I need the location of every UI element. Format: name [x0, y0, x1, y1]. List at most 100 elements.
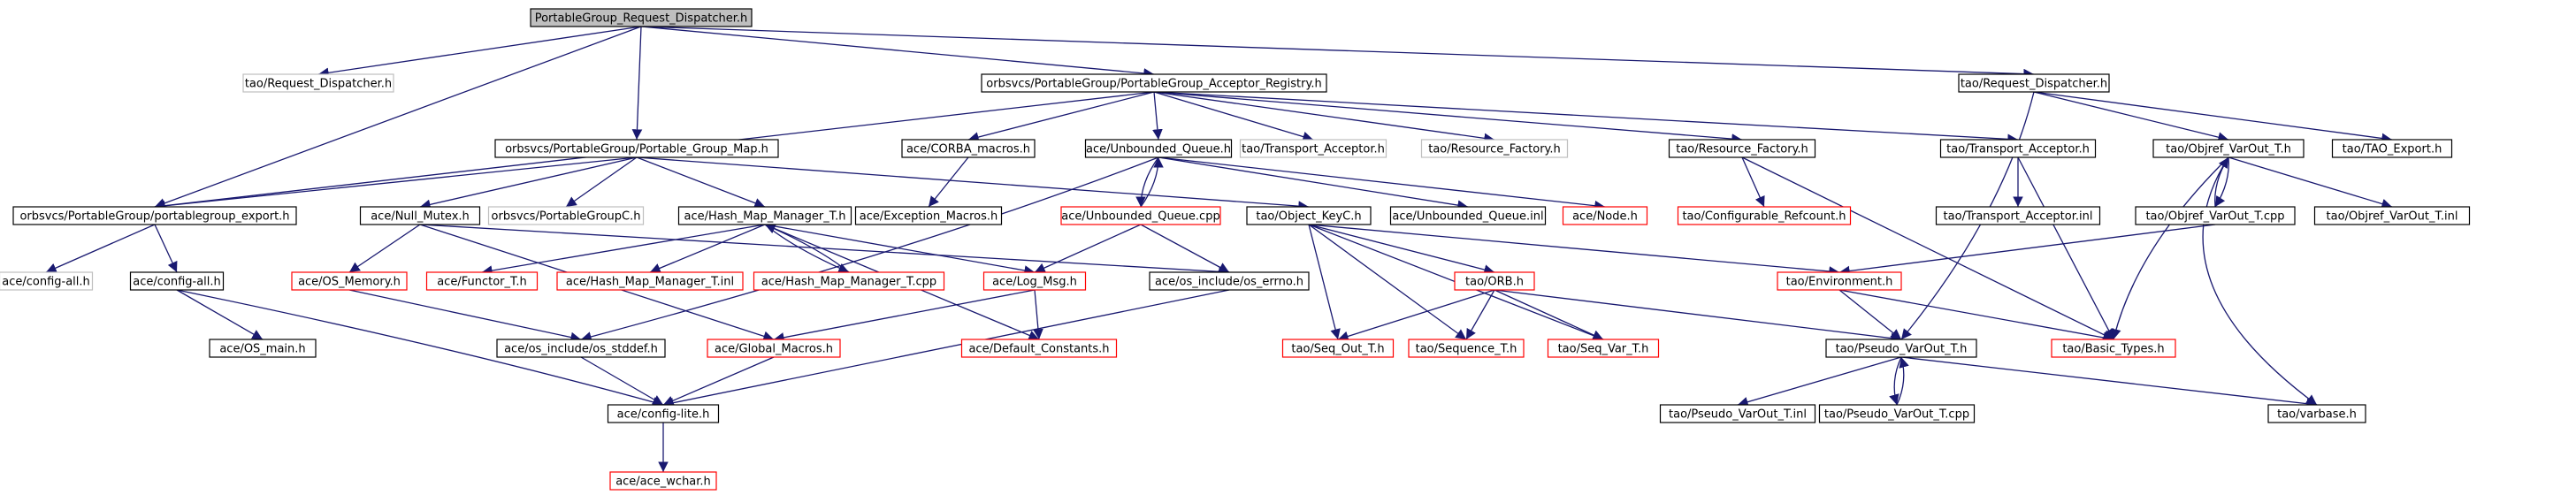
node-box — [1547, 339, 1660, 358]
node-n_conf_refcount[interactable]: tao/Configurable_Refcount.h — [1677, 206, 1852, 225]
node-n_pseudo_varout_inl[interactable]: tao/Pseudo_VarOut_T.inl — [1659, 404, 1816, 423]
node-box — [1677, 206, 1852, 225]
node-label: tao/Seq_Out_T.h — [1291, 343, 1384, 356]
node-label: ace/Unbounded_Queue.inl — [1392, 210, 1543, 224]
node-n_seq_var[interactable]: tao/Seq_Var_T.h — [1547, 339, 1660, 358]
node-box — [707, 339, 841, 358]
node-n_functor[interactable]: ace/Functor_T.h — [425, 271, 539, 291]
node-n_hmm_t_inl[interactable]: ace/Hash_Map_Manager_T.inl — [556, 271, 744, 291]
node-label: tao/Transport_Acceptor.h — [1242, 143, 1385, 156]
node-n_os_errno[interactable]: ace/os_include/os_errno.h — [1149, 271, 1310, 291]
node-n_config_all_ext[interactable]: ace/config-all.h — [0, 271, 94, 291]
node-box — [982, 271, 1087, 291]
node-label: tao/Pseudo_VarOut_T.h — [1836, 343, 1968, 356]
node-n_pseudo_varout_cpp[interactable]: tao/Pseudo_VarOut_T.cpp — [1818, 404, 1976, 423]
edge-n_pseudo_varout_cpp-to-n_pseudo_varout_h — [1896, 356, 1909, 406]
node-n_ace_wchar[interactable]: ace/ace_wchar.h — [609, 471, 717, 491]
node-n_objref_varout_cpp[interactable]: tao/Objref_VarOut_T.cpp — [2135, 206, 2296, 225]
node-box — [753, 271, 945, 291]
node-n_reg[interactable]: orbsvcs/PortableGroup/PortableGroup_Acce… — [981, 73, 1327, 93]
node-n_config_all[interactable]: ace/config-all.h — [129, 271, 225, 291]
edge-n_reg-to-n_transport_acc_ext — [1153, 91, 1314, 142]
node-box — [530, 8, 753, 27]
node-label: ace/Unbounded_Queue.cpp — [1061, 210, 1219, 224]
node-n_hmm_t_cpp[interactable]: ace/Hash_Map_Manager_T.cpp — [753, 271, 945, 291]
node-n_pgmap[interactable]: orbsvcs/PortableGroup/Portable_Group_Map… — [494, 139, 779, 158]
nodes-layer: PortableGroup_Request_Dispatcher.h tao/Re… — [0, 8, 2471, 491]
node-n_tao_rd2[interactable]: tao/Request_Dispatcher.h — [1958, 73, 2110, 93]
node-n_orb[interactable]: tao/ORB.h — [1454, 271, 1535, 291]
node-n_objref_varout_inl[interactable]: tao/Objref_VarOut_T.inl — [2313, 206, 2471, 225]
node-n_transport_acc[interactable]: tao/Transport_Acceptor.h — [1939, 139, 2097, 158]
node-label: ace/CORBA_macros.h — [906, 143, 1030, 156]
node-n_seq_out[interactable]: tao/Seq_Out_T.h — [1281, 339, 1395, 358]
node-n_os_stddef[interactable]: ace/os_include/os_stddef.h — [496, 339, 666, 358]
node-box — [494, 139, 779, 158]
node-label: ace/Functor_T.h — [437, 276, 527, 289]
edge-n_environment-to-n_basic_types — [1838, 289, 2114, 343]
node-n_objref_varout_h[interactable]: tao/Objref_VarOut_T.h — [2152, 139, 2305, 158]
node-n_unb_queue[interactable]: ace/Unbounded_Queue.h — [1084, 139, 1233, 158]
node-label: tao/Resource_Factory.h — [1428, 143, 1561, 156]
node-n_hmm_t_h[interactable]: ace/Hash_Map_Manager_T.h — [677, 206, 852, 225]
node-box — [854, 206, 1003, 225]
edge-root-to-n_reg — [640, 26, 1155, 79]
node-n_sequence_t[interactable]: tao/Sequence_T.h — [1408, 339, 1525, 358]
node-n_os_main[interactable]: ace/OS_main.h — [209, 339, 317, 358]
node-box — [1818, 404, 1976, 423]
node-label: ace/Hash_Map_Manager_T.inl — [566, 276, 734, 289]
node-n_global_macros[interactable]: ace/Global_Macros.h — [707, 339, 841, 358]
node-n_pgc[interactable]: orbsvcs/PortableGroupC.h — [487, 206, 645, 225]
node-box — [1939, 139, 2097, 158]
node-n_exception_macros[interactable]: ace/Exception_Macros.h — [854, 206, 1003, 225]
node-label: ace/os_include/os_stddef.h — [504, 343, 658, 356]
node-n_varbase[interactable]: tao/varbase.h — [2267, 404, 2366, 423]
node-box — [1777, 271, 1902, 291]
node-label: tao/Transport_Acceptor.inl — [1944, 210, 2093, 224]
node-n_default_constants[interactable]: ace/Default_Constants.h — [960, 339, 1118, 358]
edge-n_object_keyc-to-n_seq_out — [1308, 224, 1341, 340]
node-n_pseudo_varout_h[interactable]: tao/Pseudo_VarOut_T.h — [1825, 339, 1977, 358]
edge-n_orb-to-n_seq_out — [1337, 289, 1495, 342]
node-label: tao/Environment.h — [1786, 276, 1893, 289]
node-n_os_memory[interactable]: ace/OS_Memory.h — [291, 271, 408, 291]
node-n_transport_acc_ext[interactable]: tao/Transport_Acceptor.h — [1239, 139, 1387, 158]
node-n_unb_queue_cpp[interactable]: ace/Unbounded_Queue.cpp — [1060, 206, 1221, 225]
node-n_tao_export[interactable]: tao/TAO_Export.h — [2331, 139, 2453, 158]
node-n_object_keyc[interactable]: tao/Object_KeyC.h — [1246, 206, 1372, 225]
node-box — [1281, 339, 1395, 358]
node-box — [609, 471, 717, 491]
node-n_log_msg[interactable]: ace/Log_Msg.h — [982, 271, 1087, 291]
node-label: tao/Request_Dispatcher.h — [245, 78, 392, 91]
edge-n_objref_varout_cpp-to-n_environment — [1838, 224, 2216, 277]
edge-n_unb_queue_cpp-to-n_os_errno — [1140, 224, 1230, 273]
edge-n_resource_fac-to-n_basic_types — [1741, 156, 2114, 340]
node-label: ace/Global_Macros.h — [715, 343, 833, 356]
node-n_transport_acc_inl[interactable]: tao/Transport_Acceptor.inl — [1935, 206, 2101, 225]
edge-n_hmm_t_h-to-n_log_msg — [764, 224, 1036, 276]
node-root[interactable]: PortableGroup_Request_Dispatcher.h — [530, 8, 753, 27]
node-box — [1958, 73, 2110, 93]
node-n_config_lite[interactable]: ace/config-lite.h — [607, 404, 720, 423]
node-n_pg_export[interactable]: orbsvcs/PortableGroup/portablegroup_expo… — [12, 206, 297, 225]
node-n_tao_rd1[interactable]: tao/Request_Dispatcher.h — [242, 73, 394, 93]
node-n_basic_types[interactable]: tao/Basic_Types.h — [2051, 339, 2176, 358]
node-n_corba_macros[interactable]: ace/CORBA_macros.h — [901, 139, 1036, 158]
node-n_unb_queue_inl[interactable]: ace/Unbounded_Queue.inl — [1389, 206, 1547, 225]
node-n_resource_fac[interactable]: tao/Resource_Factory.h — [1668, 139, 1816, 158]
node-box — [12, 206, 297, 225]
edge-n_reg-to-n_unb_queue — [1152, 91, 1163, 141]
node-n_resource_fac_ext[interactable]: tao/Resource_Factory.h — [1420, 139, 1569, 158]
edge-n_hmm_t_h-to-n_hmm_t_inl — [649, 224, 766, 273]
node-box — [1084, 139, 1233, 158]
node-n_null_mutex[interactable]: ace/Null_Mutex.h — [359, 206, 481, 225]
edge-n_reg-to-n_resource_fac — [1153, 91, 1743, 144]
node-n_environment[interactable]: tao/Environment.h — [1777, 271, 1902, 291]
edge-n_hmm_t_h-to-n_functor — [481, 224, 766, 276]
node-n_node[interactable]: ace/Node.h — [1562, 206, 1648, 225]
node-label: ace/Default_Constants.h — [968, 343, 1109, 356]
node-box — [487, 206, 645, 225]
node-box — [209, 339, 317, 358]
edge-n_pgmap-to-n_object_keyc — [636, 156, 1310, 211]
node-box — [0, 271, 94, 291]
